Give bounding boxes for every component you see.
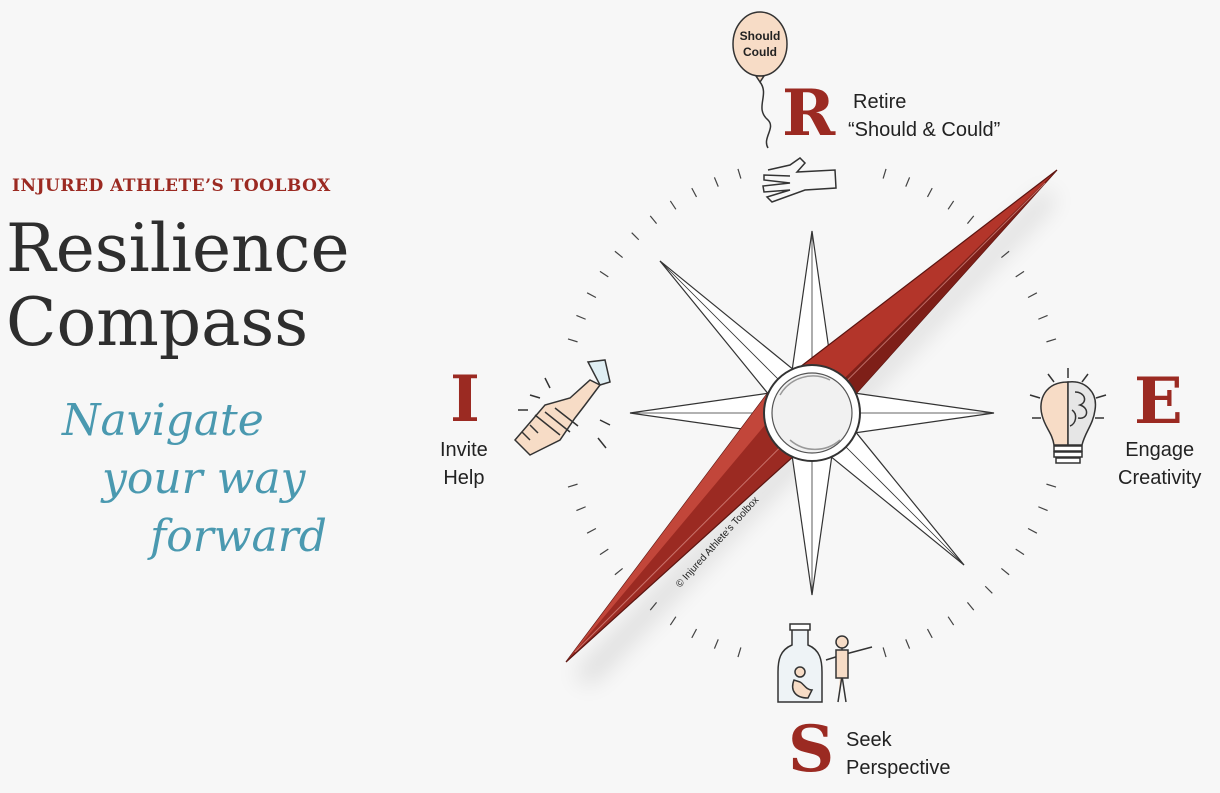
compass-tick xyxy=(905,639,911,649)
compass-tick xyxy=(567,483,578,488)
compass-tick xyxy=(576,314,586,320)
compass-tick xyxy=(1015,270,1025,278)
tagline-line-1: Navigate xyxy=(62,395,264,446)
compass-tick xyxy=(1027,527,1038,534)
compass-tick xyxy=(947,616,955,626)
compass-tick xyxy=(1038,506,1048,512)
page-title: Resilience Compass xyxy=(6,212,350,360)
compass-tick xyxy=(614,567,623,576)
compass-tick xyxy=(926,628,933,639)
label-invite: Invite Help xyxy=(440,436,488,492)
tagline: Navigate your way forward xyxy=(62,392,327,566)
label-retire-line-1: Retire xyxy=(853,91,907,113)
compass-tick xyxy=(1046,338,1057,343)
compass-tick xyxy=(1001,250,1010,259)
compass-tick xyxy=(947,200,955,210)
compass-tick xyxy=(669,616,677,626)
letter-s: S xyxy=(788,712,835,787)
compass-tick xyxy=(926,187,933,198)
compass-tick xyxy=(713,177,719,187)
compass-tick xyxy=(649,215,658,224)
compass-tick xyxy=(1027,292,1038,299)
compass-tick xyxy=(576,506,586,512)
tagline-line-3: forward xyxy=(150,511,327,562)
title-line-1: Resilience xyxy=(6,210,350,287)
compass-hub xyxy=(763,364,861,462)
person-outside-bottle-icon xyxy=(777,623,873,703)
compass-tick xyxy=(882,168,887,179)
label-engage-line-1: Engage xyxy=(1125,439,1195,461)
balloon-line-2: Could xyxy=(743,45,777,59)
label-retire-line-2: “Should & Could” xyxy=(848,119,1001,141)
compass-tick xyxy=(966,215,975,224)
label-invite-line-2: Help xyxy=(443,467,485,489)
helping-handshake-icon xyxy=(513,359,611,456)
title-line-2: Compass xyxy=(6,284,309,361)
compass-tick xyxy=(966,602,975,611)
label-engage-line-2: Creativity xyxy=(1118,467,1202,489)
letter-r: R xyxy=(782,76,836,151)
compass-tick xyxy=(984,585,993,594)
compass-tick xyxy=(599,548,609,556)
balloon-line-1: Should xyxy=(740,29,781,43)
label-seek-line-1: Seek xyxy=(846,729,892,751)
compass-tick xyxy=(586,292,597,299)
compass-tick xyxy=(691,187,698,198)
letter-i: I xyxy=(450,362,480,437)
hand-releasing-balloon-icon xyxy=(732,11,837,203)
compass-tick xyxy=(691,628,698,639)
compass-tick xyxy=(905,177,911,187)
compass-tick xyxy=(737,168,742,179)
compass-tick xyxy=(567,338,578,343)
compass-tick xyxy=(1046,483,1057,488)
letter-e: E xyxy=(1134,364,1183,439)
compass-tick xyxy=(882,647,887,658)
label-retire: Retire “Should & Could” xyxy=(848,88,1000,144)
compass-tick xyxy=(1001,567,1010,576)
compass-tick xyxy=(631,232,640,241)
label-engage: Engage Creativity xyxy=(1118,436,1201,492)
label-invite-line-1: Invite xyxy=(440,439,488,461)
compass-tick xyxy=(713,639,719,649)
compass-tick xyxy=(599,270,609,278)
compass-needle xyxy=(565,169,1058,663)
lightbulb-brain-icon xyxy=(1029,368,1107,464)
brand-kicker: INJURED ATHLETE’S TOOLBOX xyxy=(12,176,331,196)
label-seek: Seek Perspective xyxy=(846,726,951,782)
compass-tick xyxy=(1038,314,1048,320)
compass-tick xyxy=(737,647,742,658)
label-seek-line-2: Perspective xyxy=(846,757,951,779)
compass-tick xyxy=(614,250,623,259)
compass-tick xyxy=(586,527,597,534)
compass-tick xyxy=(669,200,677,210)
compass-tick xyxy=(1015,548,1025,556)
compass-tick-ring xyxy=(567,168,1057,658)
tagline-line-2: your way xyxy=(102,453,306,504)
